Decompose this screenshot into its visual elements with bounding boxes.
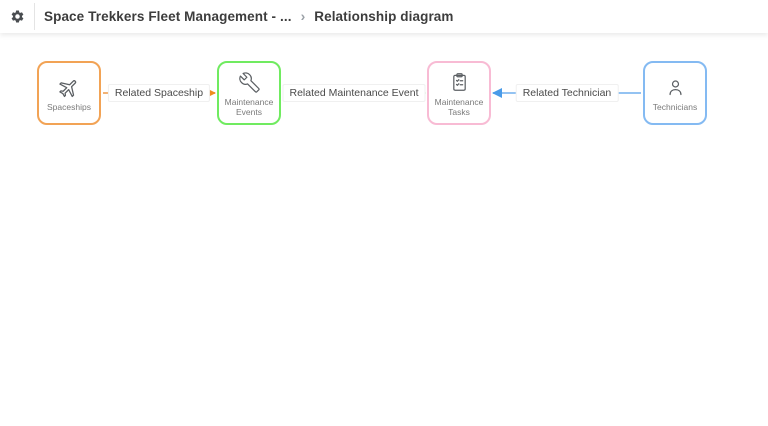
wrench-icon	[238, 71, 260, 95]
node-maintenance-tasks[interactable]: Maintenance Tasks	[427, 61, 491, 125]
airplane-icon	[58, 76, 80, 100]
settings-button[interactable]	[0, 0, 34, 33]
arrow-left-icon	[492, 87, 502, 98]
arrow-right-icon	[206, 87, 216, 98]
breadcrumb-page-title: Relationship diagram	[314, 9, 454, 24]
node-label: Technicians	[652, 101, 698, 112]
clipboard-checklist-icon	[449, 71, 470, 95]
node-label: Maintenance Tasks	[434, 96, 484, 117]
node-label: Maintenance Events	[224, 96, 274, 117]
node-spaceships[interactable]: Spaceships	[37, 61, 101, 125]
chevron-right-icon: ›	[300, 7, 306, 24]
edge-label: Related Technician	[515, 84, 619, 102]
node-maintenance-events[interactable]: Maintenance Events	[217, 61, 281, 125]
edge-related-spaceship: Related Spaceship	[103, 84, 216, 102]
node-technicians[interactable]: Technicians	[643, 61, 707, 125]
edge-label: Related Maintenance Event	[282, 84, 426, 102]
edge-label: Related Spaceship	[107, 84, 211, 102]
breadcrumb-app-title[interactable]: Space Trekkers Fleet Management - ...	[44, 9, 292, 24]
gear-icon	[11, 10, 23, 23]
person-icon	[665, 76, 686, 100]
relationship-diagram-canvas: Spaceships Related Spaceship Maintenance…	[0, 33, 768, 426]
app-header: Space Trekkers Fleet Management - ... › …	[0, 0, 768, 33]
edge-related-technician: Related Technician	[492, 84, 641, 102]
edge-related-maintenance-event: Related Maintenance Event	[282, 84, 426, 102]
header-divider	[34, 3, 35, 30]
node-label: Spaceships	[47, 101, 91, 112]
breadcrumb: Space Trekkers Fleet Management - ... › …	[35, 8, 454, 26]
